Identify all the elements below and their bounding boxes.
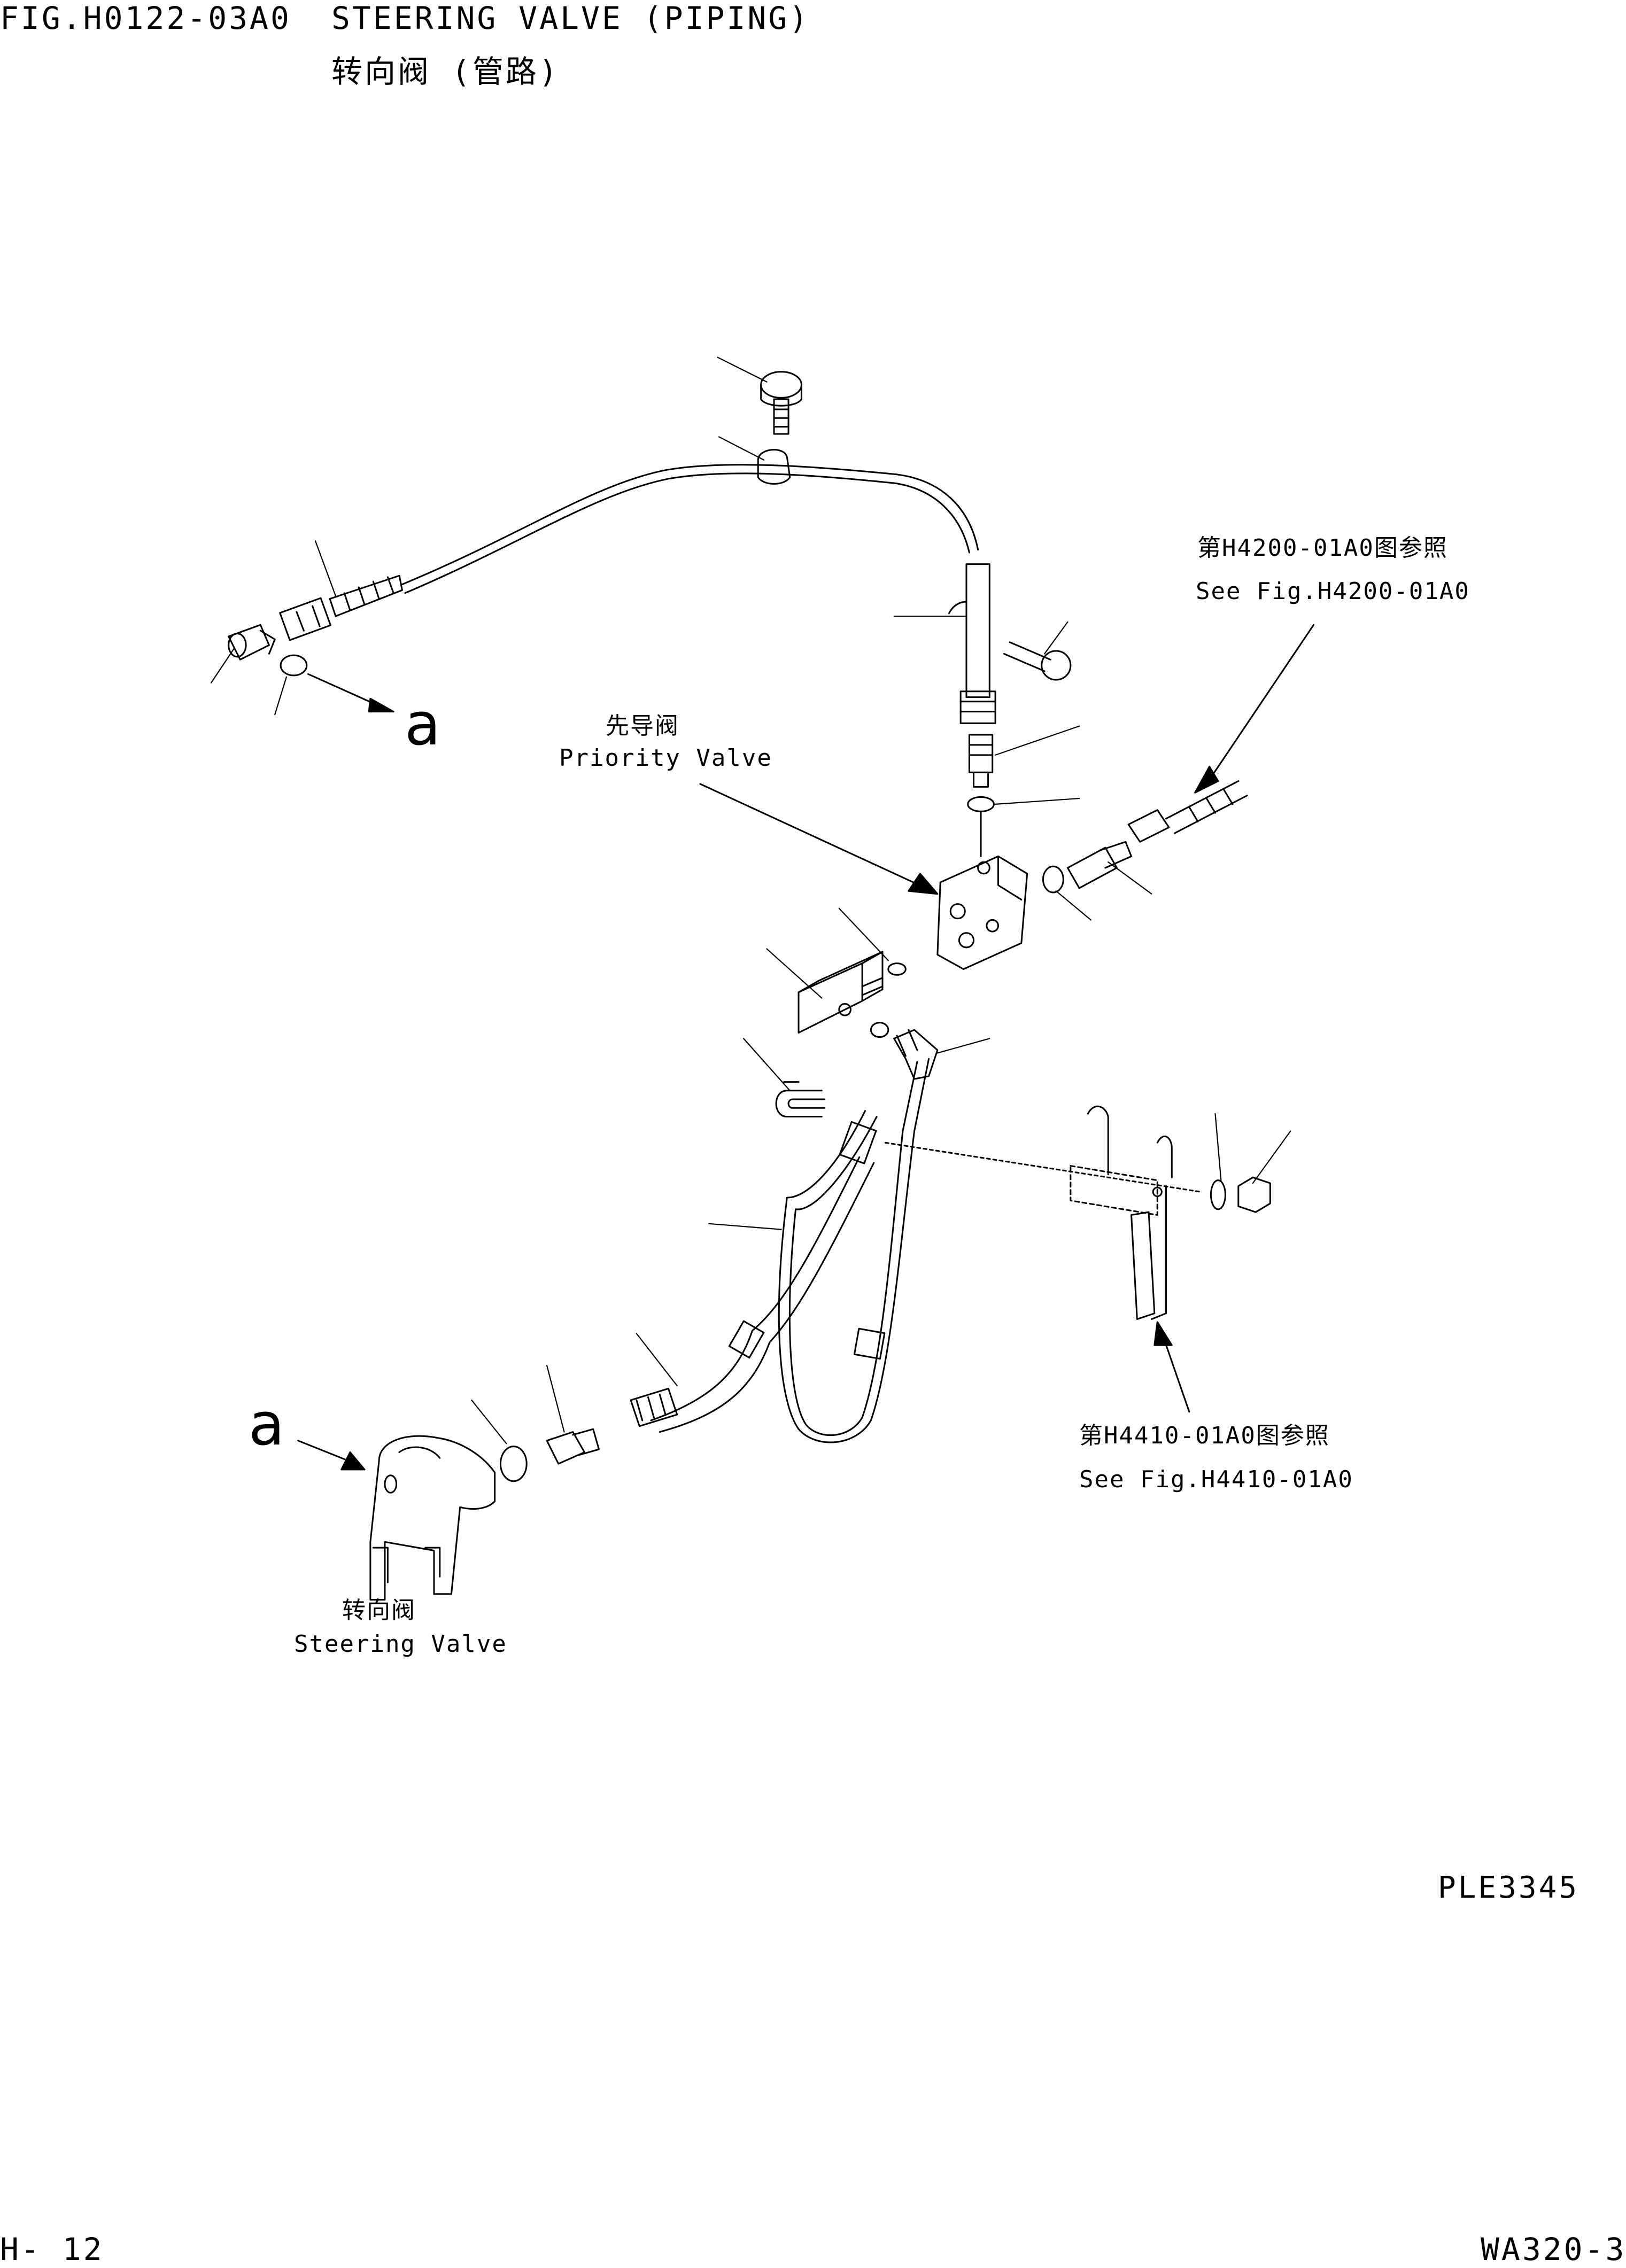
leader-lines (211, 358, 1290, 1444)
hose-end-right (1128, 781, 1247, 842)
mounting-bracket (1071, 1106, 1172, 1319)
lower-hose (631, 1157, 874, 1432)
steel-tube-loop (779, 1059, 928, 1442)
reference-h4200-label-cn: 第H4200-01A0图参照 (1197, 534, 1448, 562)
reference-mark-a-bottom: a (249, 1390, 285, 1458)
washer-bracket (1211, 1180, 1225, 1209)
reference-mark-a-top: a (405, 690, 441, 758)
steering-valve-label-cn: 转向阀 (342, 1597, 416, 1624)
o-ring-left (281, 655, 307, 675)
page-number: H- 12 (0, 2231, 104, 2267)
figure-title-english: STEERING VALVE (PIPING) (331, 0, 810, 36)
elbow-fitting-left (229, 625, 275, 659)
side-bolt (1004, 642, 1071, 680)
nut-bracket (1238, 1177, 1271, 1212)
hose-clamp (758, 450, 790, 484)
reference-h4410-label-en: See Fig.H4410-01A0 (1079, 1466, 1353, 1493)
upper-hose (402, 465, 978, 593)
o-ring-steering (500, 1447, 526, 1481)
o-ring-vertical (968, 797, 994, 811)
drawing-code: PLE3345 (1438, 1870, 1579, 1905)
steering-valve-fitting (547, 1429, 599, 1464)
vertical-hose (949, 564, 996, 724)
clamp-bolt (761, 372, 802, 434)
priority-valve-label-en: Priority Valve (559, 744, 772, 772)
figure-number: FIG.H0122-03A0 (0, 0, 291, 36)
priority-valve-label-cn: 先导阀 (606, 712, 679, 740)
steering-valve-body (370, 1436, 495, 1599)
fitting-right (1067, 842, 1131, 888)
u-bolt-clamp (776, 1082, 825, 1117)
hose-end-fitting-left (280, 576, 402, 640)
figure-title-chinese: 转向阀 (管路) (331, 53, 560, 90)
reference-h4410-label-cn: 第H4410-01A0图参照 (1079, 1422, 1330, 1449)
o-ring-lower (871, 1023, 888, 1037)
fitting-vertical (969, 735, 992, 787)
elbow-fitting-lower (894, 1030, 938, 1079)
o-ring-switch (888, 964, 905, 975)
machine-model: WA320-3 (1481, 2231, 1626, 2267)
steering-valve-label-en: Steering Valve (294, 1630, 507, 1658)
o-ring-right (1043, 866, 1063, 892)
reference-h4200-label-en: See Fig.H4200-01A0 (1196, 578, 1470, 605)
priority-valve-body (938, 856, 1027, 969)
pressure-switch (799, 952, 882, 1033)
